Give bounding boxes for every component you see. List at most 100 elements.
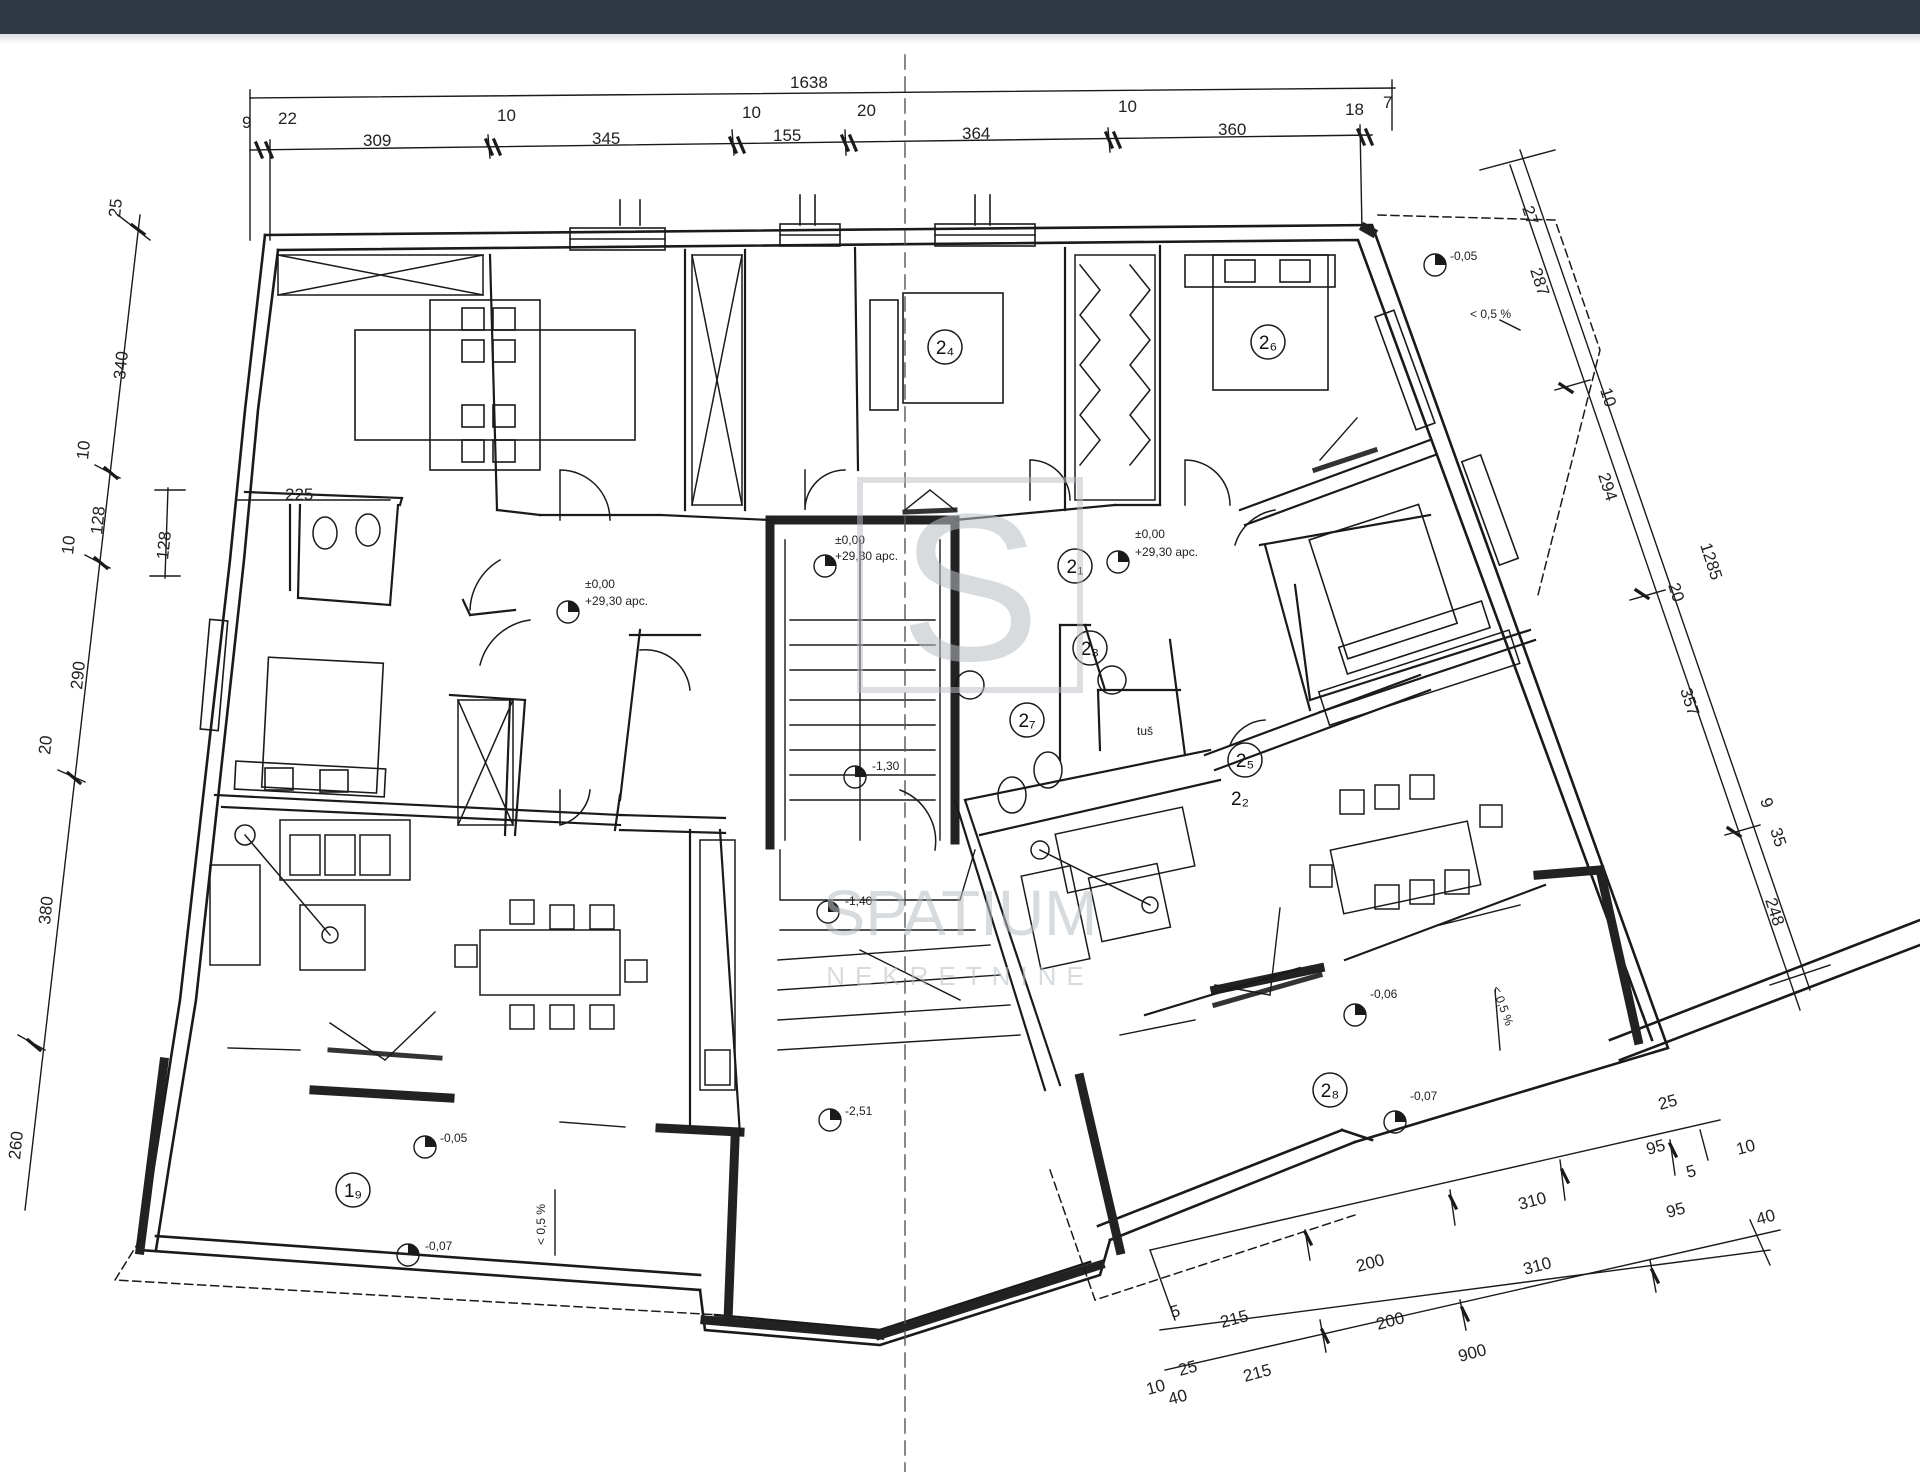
- top-bar-shadow: [0, 34, 1920, 44]
- room-label-2-2: 2₂: [1231, 789, 1249, 810]
- slope-1: < 0,5 %: [534, 1204, 548, 1245]
- level-6: +29,30 apс.: [1135, 545, 1198, 559]
- terraces: [113, 214, 1601, 1316]
- exterior-walls: [138, 223, 1920, 1347]
- watermark-name: SPATIUM: [823, 877, 1098, 949]
- level-11: -0,07: [425, 1239, 453, 1253]
- dim-top-9: 10: [1118, 97, 1137, 116]
- dim-right-7: 35: [1766, 825, 1790, 849]
- dim-br-3: 5: [1684, 1161, 1698, 1182]
- dimension-lines: [17, 79, 1831, 1371]
- dim-top-7: 20: [857, 101, 876, 120]
- dim-top-0: 9: [242, 113, 251, 132]
- dim-br-1: 95: [1644, 1136, 1667, 1159]
- level-7: -1,30: [872, 759, 900, 773]
- dim-br-12: 215: [1241, 1360, 1273, 1386]
- dim-top-8: 364: [962, 124, 990, 143]
- dim-top-5: 10: [742, 103, 761, 122]
- dim-br-8: 310: [1521, 1253, 1553, 1279]
- dim-br-6: 40: [1754, 1206, 1777, 1229]
- room-label-shower: tuš: [1137, 724, 1153, 738]
- room-label-1-9: 1₉: [344, 1181, 362, 1202]
- dim-right-2: 10: [1596, 385, 1620, 409]
- dim-top-10: 360: [1218, 120, 1246, 139]
- level-1: ±0,00: [585, 577, 615, 591]
- interior-walls: [213, 244, 1547, 1137]
- dim-right-1: 287: [1526, 265, 1553, 298]
- dim-br-10: 5: [1168, 1301, 1182, 1322]
- dim-br-2: 10: [1734, 1136, 1757, 1159]
- wardrobes: [277, 254, 1156, 826]
- level-2: +29,30 apс.: [585, 594, 648, 608]
- level-markers: [396, 253, 1447, 1267]
- slope-2: < 0,5 %: [1489, 984, 1516, 1028]
- level-8: -1,40: [845, 894, 873, 908]
- dim-br-5: 95: [1664, 1199, 1687, 1222]
- dim-left-2: 10: [73, 440, 94, 461]
- room-label-2-6: 2₆: [1259, 333, 1277, 354]
- dim-left-0: 25: [105, 198, 126, 219]
- dim-right-6: 9: [1756, 795, 1777, 810]
- windows: [199, 194, 1520, 732]
- level-13: -0,07: [1410, 1089, 1438, 1103]
- room-label-2-7: 2₇: [1018, 711, 1035, 732]
- level-10: -0,05: [440, 1131, 468, 1145]
- room-label-2-5: 2₅: [1236, 751, 1254, 772]
- dim-right-5: 357: [1676, 685, 1703, 718]
- furniture: [209, 513, 1521, 1091]
- dim-inner-0: 225: [285, 485, 313, 504]
- beds: [233, 254, 1492, 798]
- room-label-2-4: 2₄: [936, 338, 955, 359]
- slope-0: < 0,5 %: [1470, 307, 1511, 321]
- level-0: -0,05: [1450, 249, 1478, 263]
- dim-br-9: 215: [1218, 1306, 1250, 1332]
- dim-right-4: 20: [1664, 580, 1688, 604]
- dim-top-3: 10: [497, 106, 516, 125]
- dim-br-4: 310: [1516, 1188, 1548, 1214]
- dim-top-2: 309: [363, 131, 391, 150]
- dim-left-5: 290: [67, 660, 89, 690]
- room-labels: 2₄ 2₆ 2₁ 2₃ 2₇ 2₅ 2₂ 2₈ 1₉ tuš: [344, 333, 1339, 1202]
- dim-top-12: 7: [1383, 93, 1392, 112]
- level-4: +29,30 apс.: [835, 549, 898, 563]
- dim-br-13: 25: [1176, 1357, 1199, 1380]
- dim-top-6: 155: [773, 126, 801, 145]
- dim-top-1: 22: [278, 109, 297, 128]
- room-label-2-3: 2₃: [1081, 639, 1099, 660]
- dimension-labels: 1638 9 22 309 10 345 10 155 20 364 10 36…: [5, 73, 1790, 1409]
- wall-blocks: [134, 221, 1644, 1341]
- dim-inner-1: 128: [153, 530, 175, 560]
- dim-left-3: 128: [87, 505, 109, 535]
- level-5: ±0,00: [1135, 527, 1165, 541]
- room-markers: [335, 324, 1348, 1208]
- sliding-doors: [327, 446, 1379, 1061]
- dim-overall: 1638: [790, 73, 828, 92]
- watermark: S SPATIUM NEKRETNINE: [823, 470, 1098, 991]
- dim-br-11: 200: [1374, 1308, 1406, 1334]
- doors: [469, 459, 1276, 851]
- dim-right-8: 248: [1761, 895, 1788, 928]
- dim-br-15: 10: [1144, 1376, 1167, 1399]
- dim-top-4: 345: [592, 129, 620, 148]
- dim-left-1: 340: [110, 350, 132, 380]
- dim-right-9: 1285: [1696, 540, 1726, 582]
- watermark-sub: NEKRETNINE: [826, 961, 1094, 991]
- dim-br-0: 25: [1656, 1091, 1679, 1114]
- dim-left-6: 20: [35, 735, 56, 756]
- level-labels: -0,05 ±0,00 +29,30 apс. ±0,00 +29,30 apс…: [425, 249, 1478, 1253]
- slope-labels: < 0,5 % < 0,5 % < 0,5 %: [534, 307, 1516, 1245]
- dim-left-7: 380: [35, 895, 57, 925]
- dim-br-7: 200: [1354, 1250, 1386, 1276]
- dim-br-14: 900: [1456, 1340, 1488, 1366]
- dimension-ticks: [25, 127, 1743, 1345]
- dim-right-0: 27: [1518, 203, 1542, 227]
- dim-left-4: 10: [58, 535, 79, 556]
- watermark-logo: S: [900, 470, 1040, 705]
- level-9: -2,51: [845, 1104, 873, 1118]
- top-bar: [0, 0, 1920, 34]
- dim-top-11: 18: [1345, 100, 1364, 119]
- dim-left-8: 260: [5, 1130, 27, 1160]
- dim-br-16: 40: [1166, 1386, 1189, 1409]
- level-12: -0,06: [1370, 987, 1398, 1001]
